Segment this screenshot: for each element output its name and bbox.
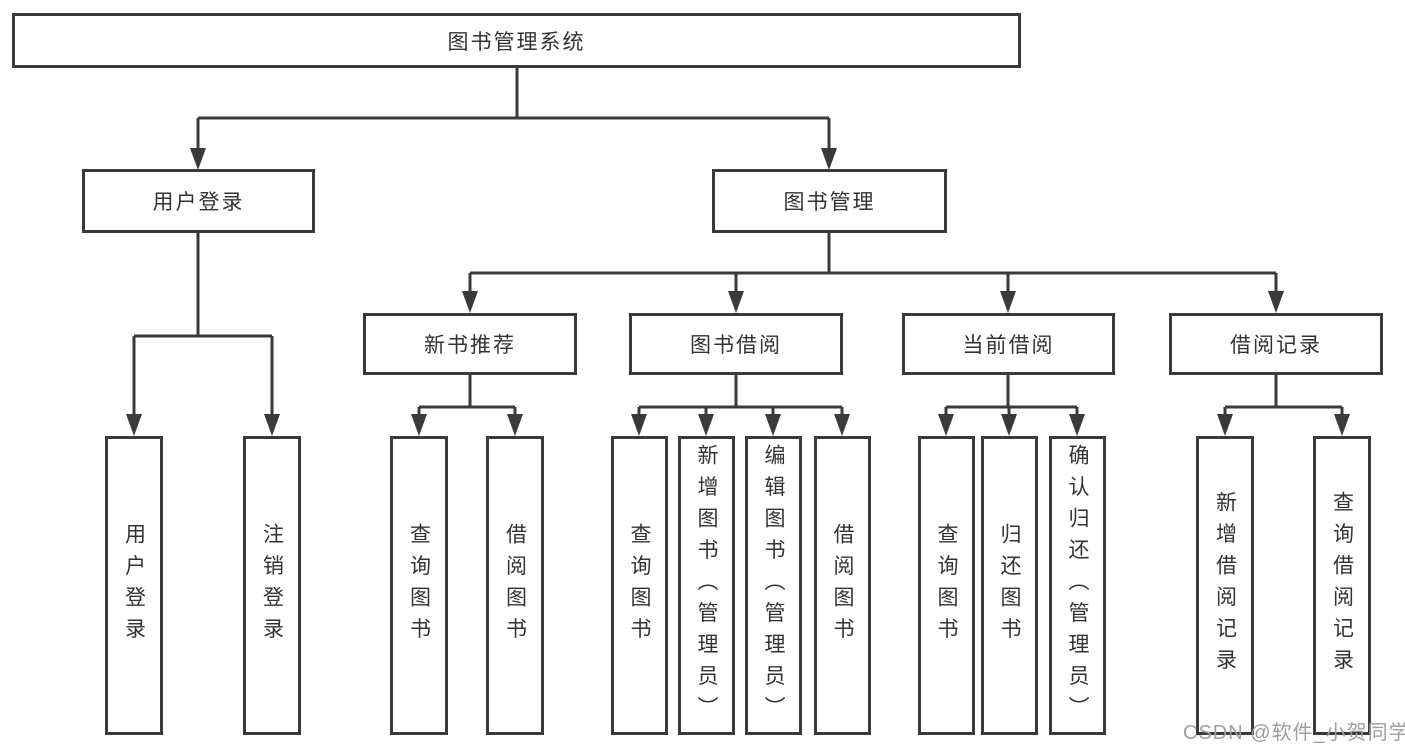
leaf-logout: 注销登录 — [243, 436, 301, 735]
leaf-query-books: 查询图书 — [918, 436, 975, 735]
leaf-query-books: 查询图书 — [611, 436, 668, 735]
node-label: 图书管理系统 — [447, 30, 586, 54]
leaf-borrow-books: 借阅图书 — [814, 436, 871, 735]
node-borrowing-records: 借阅记录 — [1169, 313, 1383, 375]
node-label: 用户登录 — [152, 191, 245, 214]
leaf-confirm-return-admin: 确认归还（管理员） — [1049, 436, 1106, 735]
node-label: 当前借阅 — [962, 334, 1055, 357]
leaf-add-books-admin: 新增图书（管理员） — [678, 436, 735, 735]
leaf-label: 查询图书 — [628, 522, 651, 649]
leaf-label: 新增借阅记录 — [1213, 491, 1237, 680]
node-label: 借阅记录 — [1230, 334, 1322, 357]
leaf-edit-books-admin: 编辑图书（管理员） — [745, 436, 802, 735]
leaf-label: 借阅图书 — [503, 522, 527, 649]
node-book-borrowing: 图书借阅 — [629, 313, 843, 375]
leaf-label: 查询借阅记录 — [1330, 491, 1354, 680]
leaf-label: 用户登录 — [122, 522, 146, 649]
leaf-label: 新增图书（管理员） — [695, 443, 718, 728]
node-current-borrowing: 当前借阅 — [902, 313, 1115, 375]
leaf-query-books: 查询图书 — [390, 436, 448, 735]
leaf-label: 归还图书 — [998, 522, 1021, 649]
leaf-borrow-books: 借阅图书 — [486, 436, 544, 735]
leaf-return-books: 归还图书 — [981, 436, 1038, 735]
node-book-management: 图书管理 — [712, 169, 947, 233]
leaf-label: 确认归还（管理员） — [1066, 443, 1089, 728]
leaf-label: 查询图书 — [407, 522, 431, 649]
node-label: 图书管理 — [783, 191, 876, 214]
node-label: 新书推荐 — [424, 334, 516, 357]
csdn-watermark: CSDN @软件_小贺同学 — [1183, 722, 1405, 744]
leaf-query-borrow-record: 查询借阅记录 — [1313, 436, 1371, 735]
leaf-label: 编辑图书（管理员） — [762, 443, 785, 728]
node-new-book-recommend: 新书推荐 — [363, 313, 577, 375]
node-user-login: 用户登录 — [82, 169, 315, 233]
leaf-label: 查询图书 — [935, 522, 958, 649]
leaf-label: 借阅图书 — [831, 522, 854, 649]
leaf-user-login: 用户登录 — [105, 436, 163, 735]
leaf-label: 注销登录 — [260, 522, 284, 649]
node-label: 图书借阅 — [690, 334, 782, 357]
node-library-management-system: 图书管理系统 — [12, 13, 1021, 68]
leaf-add-borrow-record: 新增借阅记录 — [1196, 436, 1254, 735]
